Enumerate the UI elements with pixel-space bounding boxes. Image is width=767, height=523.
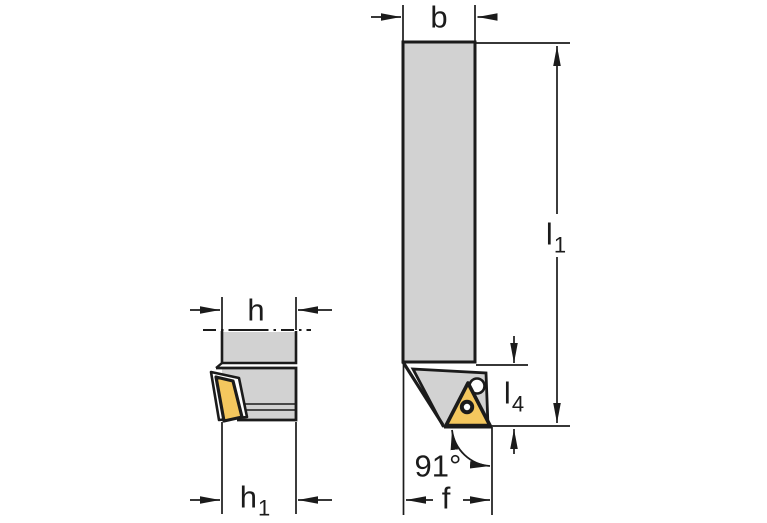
dim-label-l4-base: l (503, 375, 511, 411)
dim-label-l1-base: l (545, 216, 553, 252)
insert-side-face (214, 375, 244, 423)
dim-label-l4: l4 (503, 375, 524, 416)
end-view-shank-block (222, 332, 296, 363)
end-view-head-outline (216, 366, 298, 422)
dim-label-h1-base: h (239, 479, 257, 515)
end-view-step-edge (215, 362, 223, 369)
front-view-shank (401, 40, 477, 364)
dim-label-l1: l1 (545, 216, 566, 257)
front-view-extension-lines (402, 5, 570, 515)
entering-angle-arc (450, 429, 491, 469)
front-view (371, 5, 570, 515)
dim-label-l1-sub: 1 (553, 232, 567, 258)
dim-label-h1: h1 (239, 479, 271, 520)
dim-label-h1-sub: 1 (258, 495, 271, 521)
end-view-extension-lines (221, 297, 297, 514)
dim-label-f: f (441, 480, 451, 516)
angle-label: 91° (414, 448, 462, 484)
end-view-shank-outline (220, 331, 298, 365)
dim-label-l4-sub: 4 (511, 391, 525, 417)
insert-screw-hole-center (463, 403, 471, 411)
end-view (190, 297, 332, 514)
head-chamfer-edge (401, 361, 445, 426)
dim-label-b: b (430, 0, 448, 35)
dim-label-h: h (247, 292, 265, 328)
end-view-shelf-lines (243, 403, 295, 411)
